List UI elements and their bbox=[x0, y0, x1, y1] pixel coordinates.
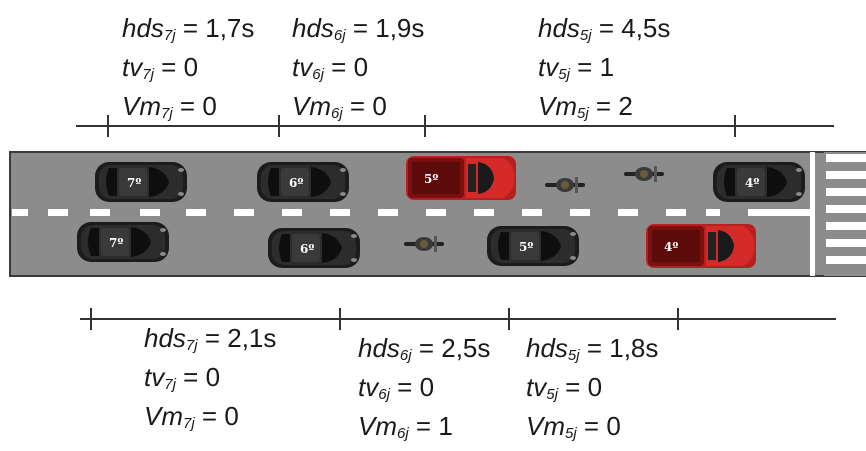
bottom-group-7: hds7j = 2,1s tv7j = 0 Vm7j = 0 bbox=[144, 324, 276, 441]
subscript: 5j bbox=[567, 347, 580, 364]
vm-label: Vm bbox=[122, 91, 161, 121]
vm-label: Vm bbox=[292, 91, 331, 121]
hds-value: = 4,5s bbox=[598, 13, 671, 43]
subscript: 5j bbox=[577, 105, 589, 122]
subscript: 6j bbox=[333, 27, 346, 44]
bottom-group-6: hds6j = 2,5s tv6j = 0 Vm6j = 1 bbox=[358, 334, 490, 451]
subscript: 7j bbox=[183, 415, 195, 432]
truck-top-5: 5º bbox=[406, 156, 516, 200]
bottom-group-5: hds5j = 1,8s tv5j = 0 Vm5j = 0 bbox=[526, 334, 658, 451]
tv-label: tv bbox=[144, 362, 165, 392]
hds-label: hds bbox=[122, 13, 164, 43]
subscript: 5j bbox=[579, 27, 592, 44]
traffic-diagram: 7º 6º 5º 4º 7º 6º 5º 4º bbox=[9, 115, 866, 330]
car-label: 7º bbox=[127, 176, 141, 190]
tv-value: = 0 bbox=[565, 372, 603, 402]
car-label: 7º bbox=[109, 236, 123, 250]
vm-value: = 1 bbox=[415, 411, 453, 441]
subscript: 5j bbox=[565, 425, 577, 442]
vm-label: Vm bbox=[526, 411, 565, 441]
tv-label: tv bbox=[292, 52, 313, 82]
car-bottom-6: 6º bbox=[268, 228, 360, 268]
car-top-4: 4º bbox=[713, 162, 805, 202]
subscript: 5j bbox=[558, 66, 570, 83]
hds-label: hds bbox=[144, 323, 186, 353]
subscript: 7j bbox=[142, 66, 154, 83]
vm-value: = 2 bbox=[595, 91, 633, 121]
subscript: 6j bbox=[331, 105, 343, 122]
subscript: 7j bbox=[185, 337, 198, 354]
subscript: 5j bbox=[546, 386, 558, 403]
tv-label: tv bbox=[122, 52, 143, 82]
vm-label: Vm bbox=[358, 411, 397, 441]
subscript: 6j bbox=[399, 347, 412, 364]
car-top-7: 7º bbox=[95, 162, 187, 202]
tv-value: = 0 bbox=[161, 52, 199, 82]
vm-value: = 0 bbox=[349, 91, 387, 121]
vm-value: = 0 bbox=[583, 411, 621, 441]
car-label: 6º bbox=[300, 242, 314, 256]
subscript: 6j bbox=[378, 386, 390, 403]
tv-label: tv bbox=[538, 52, 559, 82]
bottom-headway-ruler bbox=[80, 308, 836, 330]
tv-label: tv bbox=[358, 372, 379, 402]
car-label: 4º bbox=[745, 176, 759, 190]
crosswalk bbox=[824, 152, 866, 276]
hds-value: = 1,7s bbox=[182, 13, 255, 43]
hds-value: = 2,5s bbox=[418, 333, 491, 363]
top-group-6: hds6j = 1,9s tv6j = 0 Vm6j = 0 bbox=[292, 14, 424, 131]
hds-label: hds bbox=[538, 13, 580, 43]
lane-divider bbox=[12, 209, 810, 216]
car-label: 6º bbox=[289, 176, 303, 190]
tv-value: = 0 bbox=[331, 52, 369, 82]
hds-value: = 1,9s bbox=[352, 13, 425, 43]
car-bottom-7: 7º bbox=[77, 222, 169, 262]
hds-label: hds bbox=[526, 333, 568, 363]
car-label: 5º bbox=[519, 240, 533, 254]
subscript: 7j bbox=[163, 27, 176, 44]
car-label: 5º bbox=[424, 172, 438, 186]
vm-value: = 0 bbox=[179, 91, 217, 121]
top-headway-ruler bbox=[76, 115, 834, 137]
hds-label: hds bbox=[292, 13, 334, 43]
truck-bottom-4: 4º bbox=[646, 224, 756, 268]
tv-value: = 1 bbox=[577, 52, 615, 82]
hds-label: hds bbox=[358, 333, 400, 363]
hds-value: = 1,8s bbox=[586, 333, 659, 363]
subscript: 6j bbox=[397, 425, 409, 442]
stop-line bbox=[810, 152, 815, 276]
car-bottom-5: 5º bbox=[487, 226, 579, 266]
tv-value: = 0 bbox=[183, 362, 221, 392]
subscript: 6j bbox=[312, 66, 324, 83]
hds-value: = 2,1s bbox=[204, 323, 277, 353]
subscript: 7j bbox=[164, 376, 176, 393]
tv-value: = 0 bbox=[397, 372, 435, 402]
vm-label: Vm bbox=[538, 91, 577, 121]
car-top-6: 6º bbox=[257, 162, 349, 202]
car-label: 4º bbox=[664, 240, 678, 254]
top-group-7: hds7j = 1,7s tv7j = 0 Vm7j = 0 bbox=[122, 14, 254, 131]
vm-label: Vm bbox=[144, 401, 183, 431]
subscript: 7j bbox=[161, 105, 173, 122]
top-group-5: hds5j = 4,5s tv5j = 1 Vm5j = 2 bbox=[538, 14, 670, 131]
tv-label: tv bbox=[526, 372, 547, 402]
vm-value: = 0 bbox=[201, 401, 239, 431]
